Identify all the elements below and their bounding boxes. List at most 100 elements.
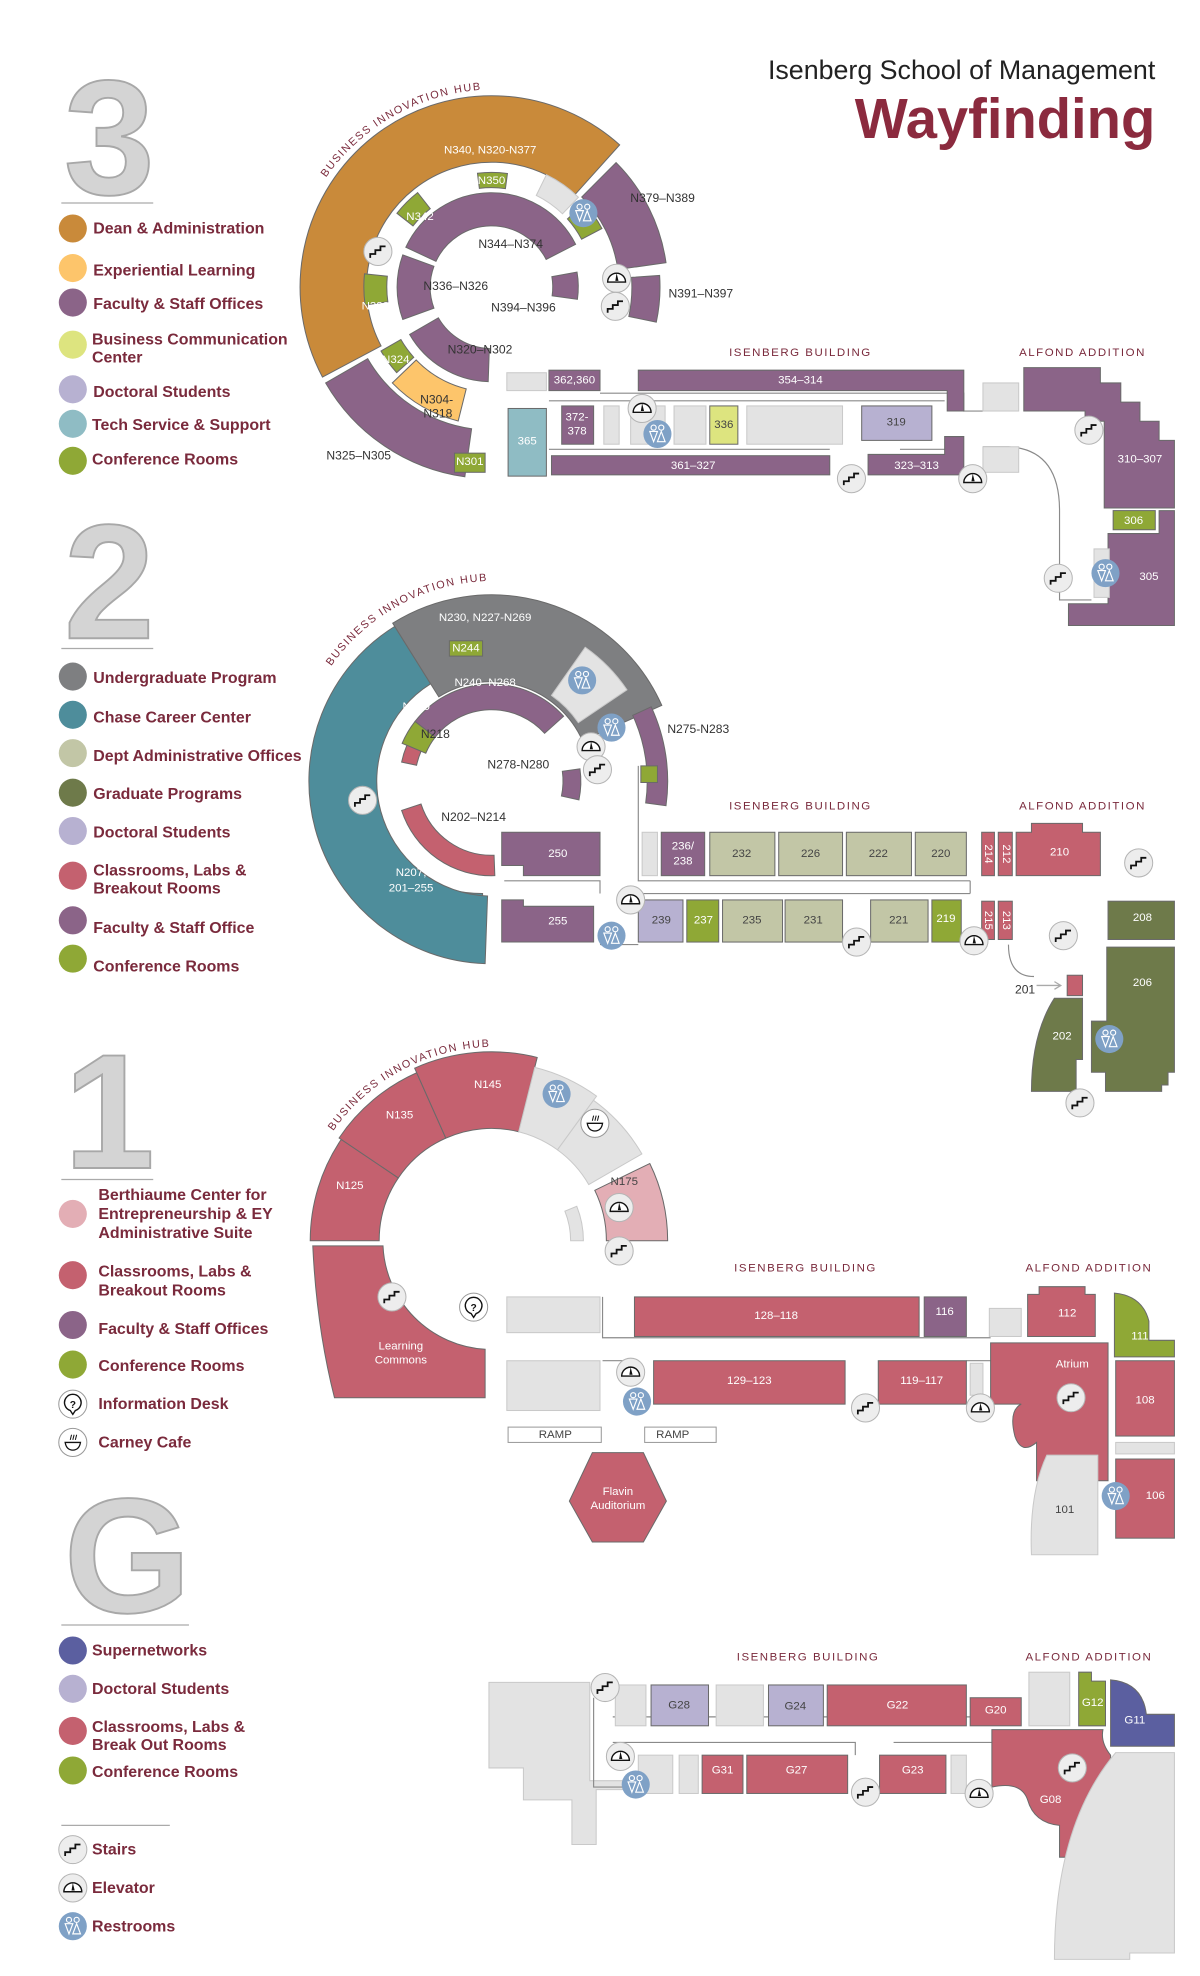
room-label: 106 <box>1146 1490 1165 1502</box>
room-n391 <box>628 274 661 323</box>
room-unlabeled <box>982 446 1020 473</box>
room-label: 232 <box>732 848 751 860</box>
legend-label: Breakout Rooms <box>93 881 221 898</box>
room-unlabeled <box>715 1684 764 1727</box>
room-label: N390 <box>571 245 598 257</box>
cafe-area <box>556 1099 643 1186</box>
room-unlabeled <box>506 1296 601 1334</box>
room-label: N125 <box>336 1180 363 1192</box>
room-unlabeled <box>969 1362 984 1396</box>
room-n278 <box>560 768 582 801</box>
room-label: 220 <box>931 848 950 860</box>
legend-swatch <box>58 1310 87 1340</box>
room-label: N230, N227-N269 <box>439 612 531 624</box>
room-n336 <box>396 254 435 321</box>
room-unlabeled <box>746 405 844 445</box>
room-129-123 <box>653 1360 846 1405</box>
elevator-icon <box>601 263 632 294</box>
legend-swatch <box>58 1350 87 1379</box>
room-255 <box>501 899 595 943</box>
key-label: Restrooms <box>92 1918 175 1935</box>
room-label: N220 <box>402 701 429 713</box>
restroom-icon <box>1090 558 1121 588</box>
room-label: N301 <box>456 456 483 468</box>
room-g23 <box>879 1754 947 1794</box>
room-label: G08 <box>1040 1794 1062 1806</box>
elevator-icon <box>58 1873 88 1903</box>
room-236-238 <box>660 831 706 877</box>
wing-label-isenberg: ISENBERG BUILDING <box>737 1652 880 1664</box>
legend-item: Classrooms, Labs &Break Out Rooms <box>58 1716 246 1754</box>
legend-label: Carney Cafe <box>98 1435 191 1452</box>
room-label: G11 <box>1124 1715 1145 1727</box>
room-unlabeled <box>678 1754 699 1794</box>
room-label: 128–118 <box>754 1310 798 1322</box>
legend-swatch <box>58 1261 87 1290</box>
stairs-icon <box>1043 563 1074 594</box>
restroom-icon <box>541 1079 572 1109</box>
elevator-icon <box>627 393 657 424</box>
legend-swatch <box>58 330 87 359</box>
wing-label-alfond: ALFOND ADDITION <box>1019 800 1146 812</box>
room-label: Atrium <box>1056 1359 1089 1371</box>
legend-label: Conference Rooms <box>92 1764 238 1781</box>
legend-swatch <box>58 861 87 890</box>
ramp-label: RAMP <box>656 1429 689 1441</box>
room-unlabeled <box>982 382 1020 412</box>
room-label: 210 <box>1050 847 1069 859</box>
room-unlabeled <box>950 1754 967 1794</box>
legend-label: Break Out Rooms <box>92 1737 227 1754</box>
legend-swatch <box>58 288 87 317</box>
room-336 <box>709 405 739 445</box>
room-label: N340, N320-N377 <box>444 145 536 157</box>
stairs-icon <box>57 1834 88 1865</box>
room-label: Flavin <box>603 1486 634 1498</box>
room-label: 319 <box>887 417 906 429</box>
legend-item: Undergraduate Program <box>58 662 277 691</box>
room-214 <box>981 831 995 877</box>
room-label: 365 <box>518 436 537 448</box>
room-unlabeled <box>506 1360 601 1412</box>
legend-label: Faculty & Staff Office <box>93 920 254 937</box>
restroom-icon <box>622 1386 652 1417</box>
legend-label: Entrepreneurship & EY <box>98 1206 273 1223</box>
legend-label: Tech Service & Support <box>92 417 271 434</box>
room-label: 214 <box>982 844 994 864</box>
legend-item: Classrooms, Labs &Breakout Rooms <box>58 1261 252 1300</box>
restroom-icon <box>596 921 627 951</box>
room-label: 255 <box>548 916 567 928</box>
arrow-icon <box>1036 981 1063 990</box>
legend-swatch <box>58 1636 87 1665</box>
ramp-right <box>644 1426 717 1443</box>
room-label: 108 <box>1135 1394 1154 1406</box>
room-n275 <box>631 706 669 807</box>
info-icon[interactable] <box>458 1292 489 1322</box>
room-label: 101 <box>1055 1504 1074 1516</box>
room-n207-ring <box>308 625 489 965</box>
legend-label: Conference Rooms <box>93 958 239 975</box>
room-222 <box>845 831 912 877</box>
room-n220 <box>401 720 436 754</box>
legend-item: Supernetworks <box>58 1636 207 1665</box>
legend-label: Dean & Administration <box>93 221 264 238</box>
legend-swatch <box>58 1674 87 1703</box>
room-label: N218 <box>421 727 450 741</box>
room-g31 <box>701 1754 744 1794</box>
room-label: N350 <box>478 175 505 187</box>
stairs-icon <box>850 1393 881 1423</box>
legend-item: Dept Administrative Offices <box>58 739 302 768</box>
room-n350 <box>476 171 509 190</box>
legend-label: Doctoral Students <box>93 384 230 401</box>
room-label: 305 <box>1139 571 1158 583</box>
room-g27 <box>746 1754 849 1794</box>
legend-item: Faculty & Staff Offices <box>58 1310 269 1340</box>
restroom-area <box>518 1066 598 1151</box>
legend-swatch <box>58 375 87 404</box>
legend-label: Chase Career Center <box>93 709 251 726</box>
room-208 <box>1107 900 1175 941</box>
room-237 <box>686 899 720 943</box>
room-label: 202 <box>1053 1031 1072 1043</box>
legend-label: Faculty & Staff Offices <box>98 1321 268 1338</box>
room-231 <box>784 899 844 943</box>
room-label: 239 <box>652 914 671 926</box>
